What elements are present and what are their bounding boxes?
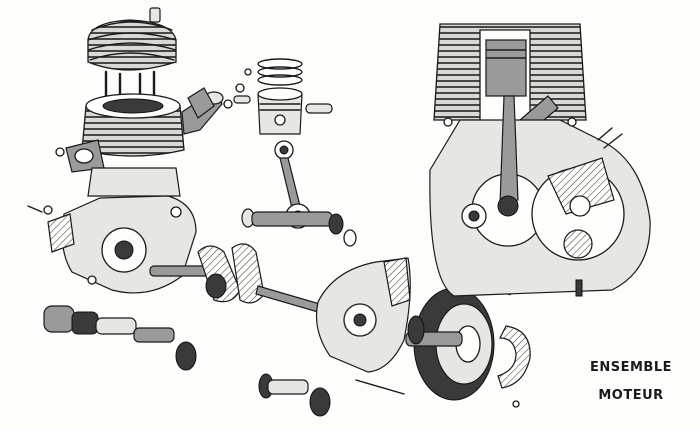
small-shaft-part xyxy=(258,373,331,417)
piston-rings-part xyxy=(257,58,303,86)
gear-shaft-part xyxy=(43,305,197,371)
caption-line-2: MOTEUR xyxy=(598,388,664,403)
diagram-caption: ENSEMBLE MOTEUR xyxy=(576,354,686,410)
caption-line-1: ENSEMBLE xyxy=(589,360,672,375)
kick-lever-part xyxy=(355,282,531,408)
left-crankcase-part xyxy=(47,195,197,294)
crankshaft-part xyxy=(149,243,321,313)
cylinder-head-part xyxy=(87,7,177,71)
piston-part xyxy=(233,87,333,135)
assembled-engine-section xyxy=(429,23,651,297)
exhaust-flange-part xyxy=(27,68,252,215)
right-crankcase-part xyxy=(315,257,411,373)
crankpin-assembly-part xyxy=(241,208,357,247)
flywheel-part xyxy=(405,287,495,401)
